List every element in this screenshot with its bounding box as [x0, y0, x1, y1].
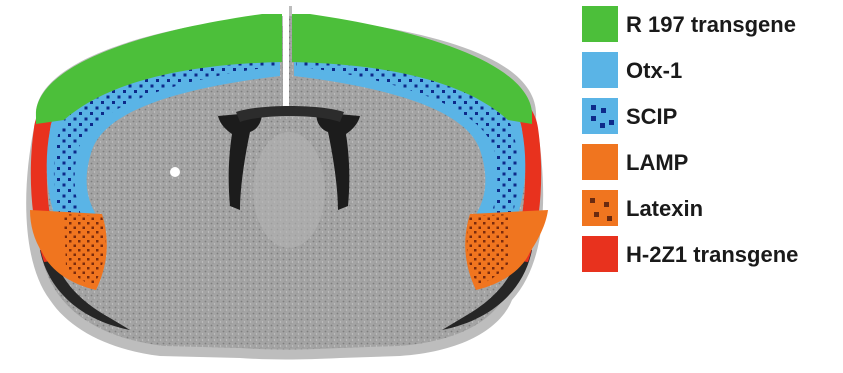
legend-label: Latexin [626, 196, 703, 222]
midline-fissure [283, 4, 289, 112]
legend-item-otx-1: Otx-1 [582, 52, 843, 92]
legend-item-r-197-transgene: R 197 transgene [582, 6, 843, 46]
legend-label: H-2Z1 transgene [626, 242, 798, 268]
legend-label: SCIP [626, 104, 677, 130]
legend-swatch [582, 236, 618, 272]
brain-section-diagram [0, 0, 560, 373]
legend-label: R 197 transgene [626, 12, 796, 38]
legend-item-scip: SCIP [582, 98, 843, 138]
legend-swatch [582, 52, 618, 88]
vessel-spot [170, 167, 180, 177]
septum-region [253, 132, 325, 248]
legend-swatch [582, 144, 618, 180]
legend-item-latexin: Latexin [582, 190, 843, 230]
legend-swatch [582, 6, 618, 42]
legend-item-h-2z1-transgene: H-2Z1 transgene [582, 236, 843, 276]
legend-dot-pattern [582, 98, 618, 134]
legend-swatch [582, 98, 618, 134]
legend-dot-pattern [582, 190, 618, 226]
legend-swatch [582, 190, 618, 226]
legend-label: LAMP [626, 150, 688, 176]
legend-item-lamp: LAMP [582, 144, 843, 184]
legend-label: Otx-1 [626, 58, 682, 84]
